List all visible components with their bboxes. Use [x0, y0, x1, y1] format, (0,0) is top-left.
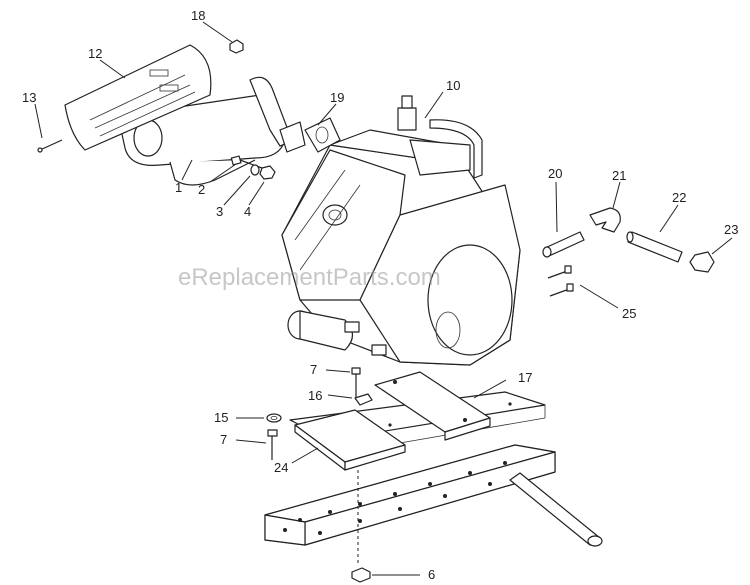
mounting-plate: [294, 409, 406, 471]
exhaust-bolt: [230, 155, 263, 169]
drain-nipple: [542, 231, 585, 258]
nut: [351, 567, 371, 583]
heat-shield-screw: [37, 139, 63, 153]
drain-cap: [689, 251, 715, 273]
callout-12: 12: [88, 46, 102, 61]
lock-washer: [250, 164, 260, 176]
callout-4: 4: [244, 204, 251, 219]
blower-bolts: [547, 265, 574, 297]
callout-25: 25: [622, 306, 636, 321]
callout-20: 20: [548, 166, 562, 181]
callout-leaders: [34, 21, 733, 576]
callout-7-lower: 7: [220, 432, 227, 447]
clip: [354, 393, 373, 406]
washer: [266, 413, 282, 423]
engine-mount-bracket: [374, 371, 491, 441]
exhaust-flange: [279, 121, 306, 153]
elbow-fitting: [589, 207, 621, 233]
callout-24: 24: [274, 460, 288, 475]
oil-fill-tube: [397, 95, 483, 179]
callout-7-upper: 7: [310, 362, 317, 377]
callout-21: 21: [612, 168, 626, 183]
drain-extension: [626, 231, 683, 263]
bolt-lower: [267, 429, 278, 460]
callout-labels: 12 13 18 1 2 3 4 19 10 20 21 22 23 25 17…: [22, 8, 738, 582]
starter-motor: [287, 310, 387, 356]
callout-23: 23: [724, 222, 738, 237]
bolt-upper: [351, 367, 361, 400]
callout-17: 17: [518, 370, 532, 385]
heat-shield: [64, 44, 212, 151]
callout-15: 15: [214, 410, 228, 425]
engine-block: [281, 129, 521, 366]
callout-19: 19: [330, 90, 344, 105]
callout-16: 16: [308, 388, 322, 403]
callout-3: 3: [216, 204, 223, 219]
top-nut: [229, 39, 244, 54]
axle-shaft: [509, 472, 603, 547]
callout-18: 18: [191, 8, 205, 23]
frame-rail: [264, 444, 556, 546]
exhaust-gasket: [304, 117, 341, 153]
callout-13: 13: [22, 90, 36, 105]
callout-22: 22: [672, 190, 686, 205]
exhaust-nut: [259, 165, 276, 180]
callout-10: 10: [446, 78, 460, 93]
callout-6: 6: [428, 567, 435, 582]
callout-2: 2: [198, 182, 205, 197]
callout-1: 1: [175, 180, 182, 195]
watermark: eReplacementParts.com: [178, 264, 441, 291]
